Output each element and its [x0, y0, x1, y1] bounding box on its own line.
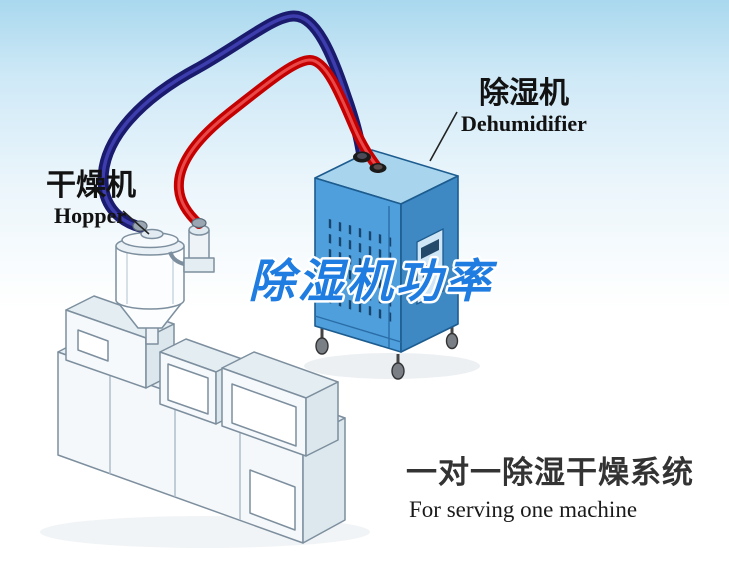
control-button [422, 264, 428, 270]
caster-wheel [391, 362, 405, 380]
dehumidifier-port-navy-inner [357, 153, 367, 159]
dehumidifier-label-cn: 除湿机 [479, 76, 569, 110]
caption-en: For serving one machine [409, 497, 637, 522]
caster-wheel [315, 337, 329, 355]
dehumidifier-label-en: Dehumidifier [461, 111, 587, 136]
extruder-bigbox-panel [231, 383, 297, 447]
caption-cn: 一对一除湿干燥系统 [406, 455, 694, 490]
extruder-lower-panel [249, 469, 296, 531]
hose-navy-highlight [101, 14, 364, 229]
control-button [430, 260, 436, 266]
hopper-stand-panel [77, 329, 109, 362]
dehumidifier-port-red-inner [373, 164, 383, 170]
hose-red-highlight [177, 58, 380, 226]
control-button [422, 274, 428, 280]
hopper-label-en: Hopper [54, 203, 126, 228]
dehumidifier-shadow [304, 353, 480, 379]
front-bottom-seam [314, 315, 402, 343]
control-button [430, 270, 436, 276]
caster-wheels [315, 326, 459, 380]
blower-hose-coupling [191, 217, 207, 229]
hose-red [173, 54, 383, 229]
dehumidifier-leader-line [429, 111, 458, 162]
hopper-body [115, 246, 185, 310]
hopper-leader-line [122, 210, 150, 235]
hopper-label-cn: 干燥机 [46, 169, 136, 202]
caster-wheel [445, 332, 459, 350]
blower-duct [168, 251, 185, 266]
extruder-panel-seams [109, 371, 241, 520]
blower-base [183, 257, 215, 273]
hopper-dryer [115, 224, 215, 345]
control-display [421, 239, 439, 259]
extruder-midbox-panel [167, 363, 209, 415]
extruder-bigbox-side [305, 381, 339, 457]
watermark-text: 除湿机功率 [249, 255, 498, 307]
hose-navy [97, 10, 368, 233]
extruder-machine [57, 295, 346, 544]
vent-grid [328, 218, 392, 322]
dehumidifier-unit [314, 149, 459, 380]
vent-slots [328, 218, 392, 322]
hopper-body-seams [126, 252, 174, 304]
